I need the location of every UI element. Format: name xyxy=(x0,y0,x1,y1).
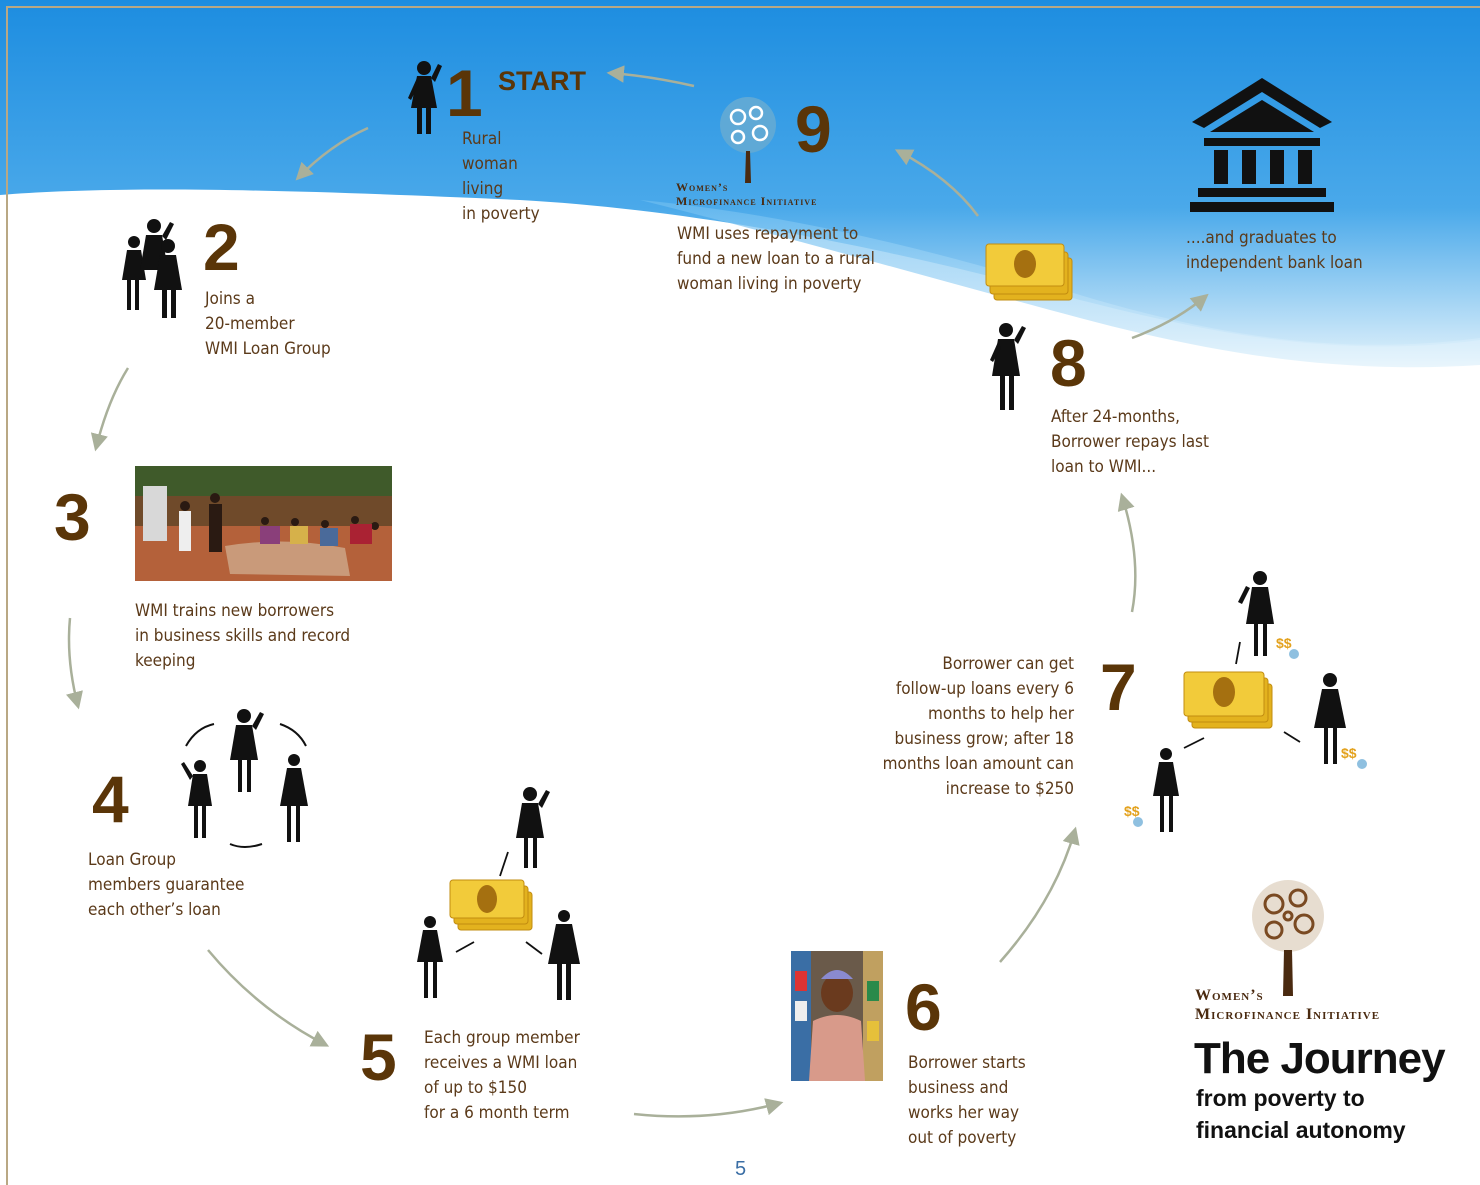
graduate-text: ....and graduates to independent bank lo… xyxy=(1186,228,1363,273)
step-1-text: Rural woman living in poverty xyxy=(462,129,540,224)
arrow-8-bank xyxy=(1131,293,1209,340)
journey-title: The Journey xyxy=(1194,1034,1446,1083)
svg-text:$$: $$ xyxy=(1276,635,1292,651)
page-number: 5 xyxy=(735,1158,747,1180)
step-6-text: Borrower starts business and works her w… xyxy=(908,1053,1026,1148)
arrow-9-1 xyxy=(606,65,695,88)
sky-wave xyxy=(640,200,1480,368)
woman-raising-hand-icon xyxy=(408,61,442,134)
wmi-tree-logo-icon xyxy=(720,97,776,183)
step-3-text: WMI trains new borrowers in business ski… xyxy=(135,601,351,671)
journey-subtitle: from poverty to financial autonomy xyxy=(1196,1085,1406,1143)
arrow-1-2 xyxy=(295,126,369,181)
step-7-text: Borrower can get follow-up loans every 6… xyxy=(882,654,1074,799)
step-8-text: After 24-months, Borrower repays last lo… xyxy=(1051,407,1210,477)
step-5-text: Each group member receives a WMI loan of… xyxy=(424,1028,580,1123)
step-5-number: 5 xyxy=(360,1020,397,1094)
svg-text:$$: $$ xyxy=(1124,803,1140,819)
arrow-8-9 xyxy=(894,149,980,217)
arrow-3-4 xyxy=(66,617,83,710)
step-9-text: WMI uses repayment to fund a new loan to… xyxy=(677,224,875,294)
step-1-number: 1 xyxy=(446,56,483,130)
step-6-number: 6 xyxy=(905,970,942,1044)
wmi-brand-large: Women’s Microfinance Initiative xyxy=(1195,987,1381,1023)
slide-frame xyxy=(6,6,1480,1185)
loan-distribution-icon xyxy=(417,787,580,1000)
arrow-7-8 xyxy=(1117,492,1137,613)
step-4-number: 4 xyxy=(92,762,129,836)
group-guarantee-icon xyxy=(181,709,308,848)
business-growth-icon: $$ $$ $$ xyxy=(1124,571,1367,832)
sky-band xyxy=(0,0,1480,347)
step-8-number: 8 xyxy=(1050,326,1087,400)
arrow-5-6 xyxy=(633,1098,784,1118)
svg-text:$$: $$ xyxy=(1341,745,1357,761)
wmi-brand-small: Women’s Microfinance Initiative xyxy=(676,180,818,208)
woman-raising-hand-icon xyxy=(990,323,1026,410)
step-9-number: 9 xyxy=(795,92,832,166)
money-stack-icon xyxy=(985,243,1073,301)
wmi-tree-logo-icon xyxy=(1252,880,1324,996)
training-photo xyxy=(135,466,392,581)
step-7-number: 7 xyxy=(1100,650,1137,724)
borrower-shop-photo xyxy=(791,951,883,1081)
step-2-number: 2 xyxy=(203,210,240,284)
group-of-women-icon xyxy=(122,219,182,318)
arrow-2-3 xyxy=(90,367,130,452)
step-4-text: Loan Group members guarantee each other’… xyxy=(88,850,245,920)
bank-building-icon xyxy=(1190,78,1334,212)
arrow-4-5 xyxy=(207,949,330,1047)
step-3-number: 3 xyxy=(54,480,91,554)
start-label: START xyxy=(498,66,586,96)
step-2-text: Joins a 20-member WMI Loan Group xyxy=(205,289,331,359)
arrow-6-7 xyxy=(999,826,1080,963)
